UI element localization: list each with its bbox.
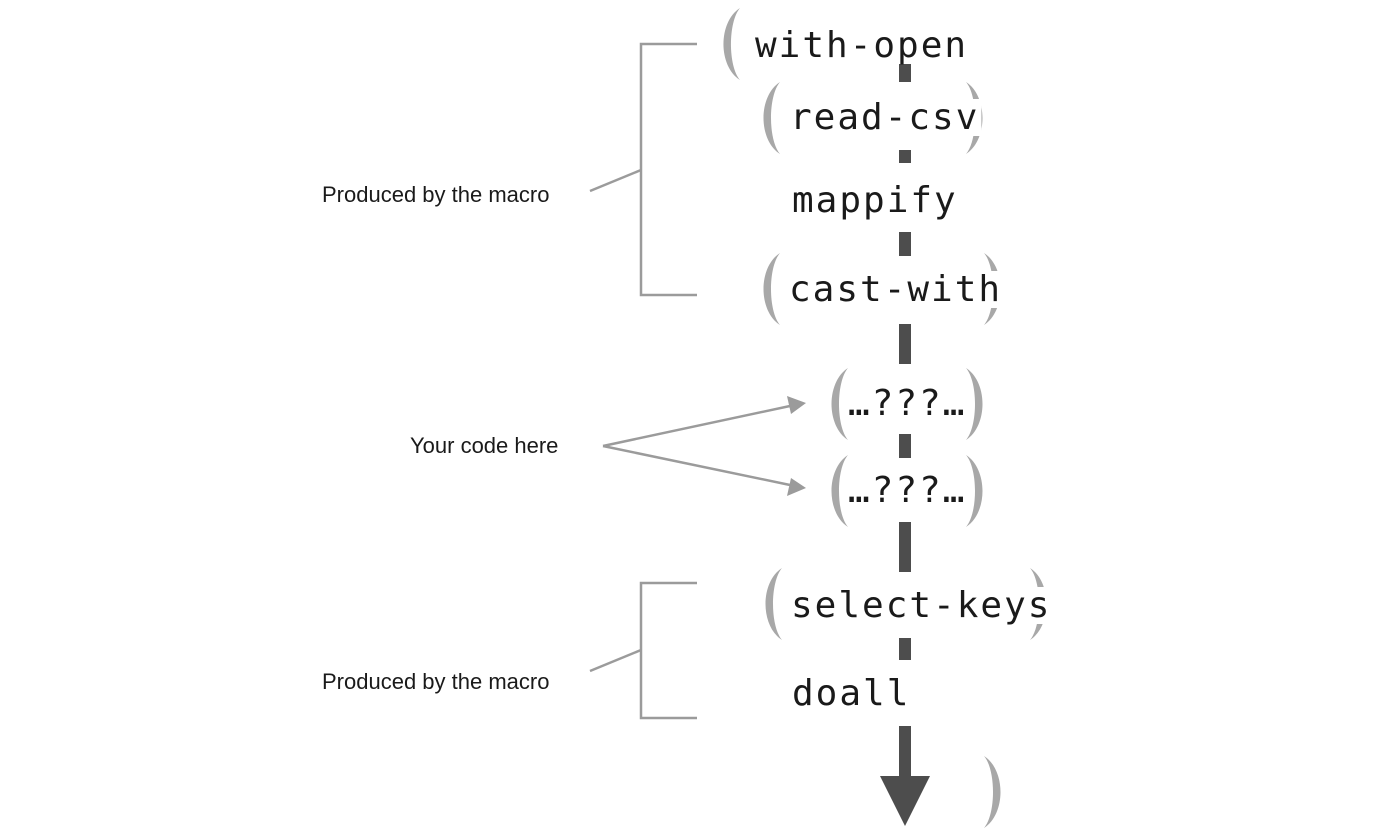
user-code-1-open-paren — [831, 368, 848, 440]
code-word-backing — [787, 271, 1005, 308]
select-keys-open-paren — [765, 568, 782, 640]
your-code-label: Your code here — [410, 433, 558, 458]
read-csv-open-paren — [763, 82, 780, 154]
code-word-backing — [790, 182, 960, 219]
fn-select-keys: select-keys — [791, 585, 1051, 626]
fn-with-open: with-open — [755, 25, 968, 66]
fn-user-code-2: …???… — [848, 470, 966, 511]
macro-label-bottom: Produced by the macro — [322, 669, 549, 694]
user-code-2-open-paren — [831, 455, 848, 527]
flow-arrow-head-icon — [880, 776, 930, 826]
code-word-backing — [846, 385, 969, 422]
macro-label-top: Produced by the macro — [322, 182, 549, 207]
pointer-arrow-upper-icon — [787, 396, 806, 414]
fn-read-csv: read-csv — [790, 97, 979, 138]
fn-cast-with: cast-with — [789, 269, 1002, 310]
with-open-close-paren — [984, 756, 1001, 828]
code-word-backing — [846, 472, 969, 509]
cast-with-open-paren — [763, 253, 780, 325]
fn-user-code-1: …???… — [848, 383, 966, 424]
user-code-2-close-paren — [966, 455, 983, 527]
user-code-pointers — [602, 396, 806, 496]
pointer-arrow-lower-icon — [787, 478, 806, 496]
fn-doall: doall — [792, 673, 910, 714]
code-word-backing — [789, 587, 1054, 624]
code-forms: with-open read-csv mappify cast-with …??… — [753, 25, 1054, 714]
user-code-1-close-paren — [966, 368, 983, 440]
code-word-backing — [753, 27, 971, 64]
code-word-backing — [788, 99, 982, 136]
code-word-backing — [790, 675, 913, 712]
macro-bracket-top — [589, 42, 697, 297]
with-open-open-paren — [723, 8, 740, 80]
fn-mappify: mappify — [792, 180, 958, 221]
macro-bracket-bottom — [589, 581, 697, 720]
